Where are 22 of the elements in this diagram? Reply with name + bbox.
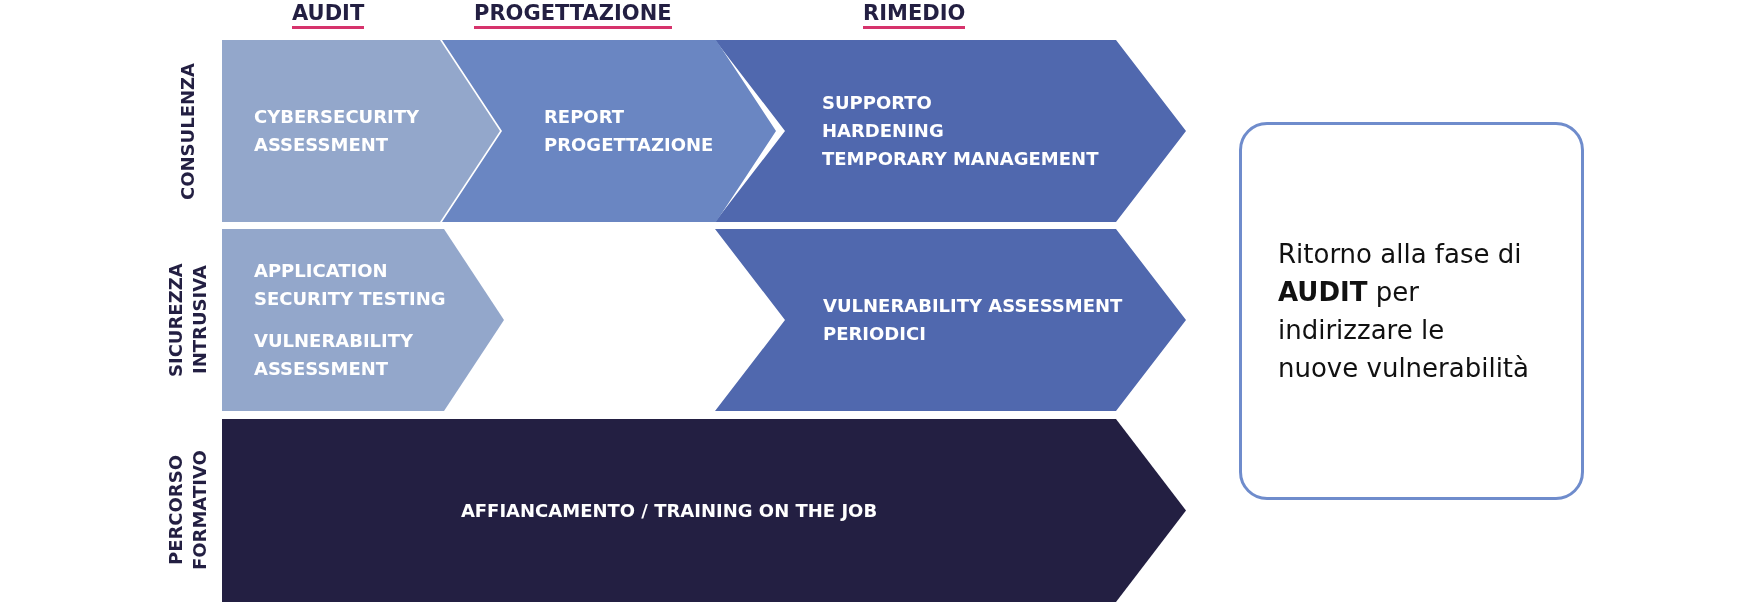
column-header: AUDIT <box>292 0 365 29</box>
row-header: CONSULENZA <box>176 62 199 200</box>
stage-text: VULNERABILITY ASSESSMENT PERIODICI <box>823 294 1124 346</box>
column-header: PROGETTAZIONE <box>474 0 672 29</box>
stage-text: AFFIANCAMENTO / TRAINING ON THE JOB <box>460 498 878 523</box>
column-header: RIMEDIO <box>863 0 966 29</box>
row-header: PERCORSO FORMATIVO <box>164 449 211 573</box>
stage-text: APPLICATION SECURITY TESTING <box>254 259 447 311</box>
row-header: SICUREZZA INTRUSIVA <box>164 262 211 379</box>
stage-panel <box>715 229 1186 411</box>
stage-text: CYBERSECURITY ASSESSMENT <box>254 105 421 157</box>
stage-panel <box>222 229 504 411</box>
stage-text: HARDENING <box>822 119 945 143</box>
note-box: Ritorno alla fase di AUDIT per indirizzare le nuove vulnerabilità <box>1239 122 1584 500</box>
stage-text: TEMPORARY MANAGEMENT <box>822 147 1100 171</box>
stage-text: SUPPORTO <box>822 91 933 115</box>
stage-panel <box>222 40 500 222</box>
stage-text: REPORT PROGETTAZIONE <box>544 105 715 157</box>
stage-panel <box>222 419 1186 602</box>
stage-panel <box>442 40 776 222</box>
stage-panel <box>715 40 1186 222</box>
stage-text: VULNERABILITY ASSESSMENT <box>254 329 415 381</box>
